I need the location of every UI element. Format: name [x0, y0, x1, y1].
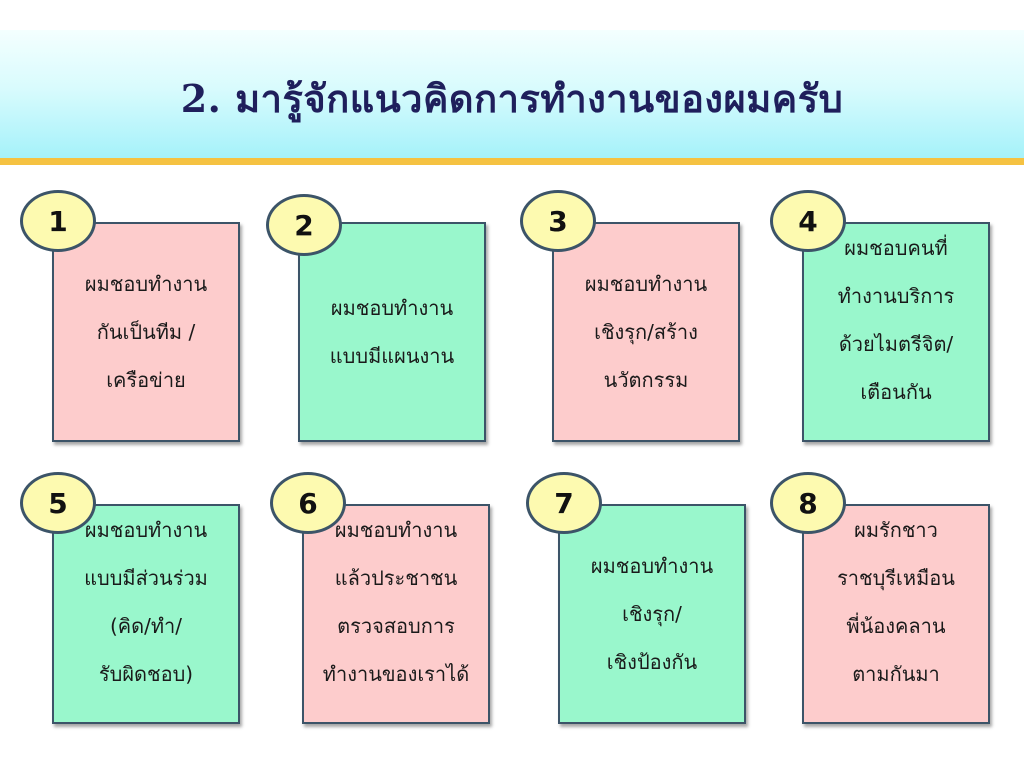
concept-card-2: ผมชอบทำงาน แบบมีแผนงาน [298, 222, 486, 442]
concept-card-3: ผมชอบทำงาน เชิงรุก/สร้าง นวัตกรรม [552, 222, 740, 442]
concept-card-1: ผมชอบทำงาน กันเป็นทีม / เครือข่าย [52, 222, 240, 442]
number-badge-1: 1 [20, 190, 96, 252]
concept-card-6: ผมชอบทำงาน แล้วประชาชน ตรวจสอบการ ทำงานข… [302, 504, 490, 724]
concept-card-text: ผมชอบทำงาน แบบมีแผนงาน [329, 296, 455, 368]
concept-card-text: ผมรักชาว ราชบุรีเหมือน พี่น้องคลาน ตามกั… [837, 518, 955, 686]
concept-card-7: ผมชอบทำงาน เชิงรุก/ เชิงป้องกัน [558, 504, 746, 724]
concept-card-4: ผมชอบคนที่ ทำงานบริการ ด้วยไมตรีจิต/ เตื… [802, 222, 990, 442]
number-badge-4: 4 [770, 190, 846, 252]
number-badge-6: 6 [270, 472, 346, 534]
concept-card-text: ผมชอบทำงาน เชิงรุก/ เชิงป้องกัน [590, 554, 714, 674]
number-badge-7: 7 [526, 472, 602, 534]
concept-card-text: ผมชอบทำงาน แล้วประชาชน ตรวจสอบการ ทำงานข… [322, 518, 470, 686]
concept-card-text: ผมชอบทำงาน กันเป็นทีม / เครือข่าย [84, 272, 208, 392]
concept-card-text: ผมชอบทำงาน เชิงรุก/สร้าง นวัตกรรม [584, 272, 708, 392]
concept-card-5: ผมชอบทำงาน แบบมีส่วนร่วม (คิด/ทำ/ รับผิด… [52, 504, 240, 724]
concept-card-8: ผมรักชาว ราชบุรีเหมือน พี่น้องคลาน ตามกั… [802, 504, 990, 724]
title-banner: 2. มารู้จักแนวคิดการทำงานของผมครับ [0, 30, 1024, 158]
page-title: 2. มารู้จักแนวคิดการทำงานของผมครับ [180, 76, 844, 121]
concept-card-text: ผมชอบทำงาน แบบมีส่วนร่วม (คิด/ทำ/ รับผิด… [84, 518, 208, 686]
number-badge-8: 8 [770, 472, 846, 534]
title-underline [0, 158, 1024, 165]
concept-card-text: ผมชอบคนที่ ทำงานบริการ ด้วยไมตรีจิต/ เตื… [837, 236, 955, 404]
number-badge-5: 5 [20, 472, 96, 534]
number-badge-2: 2 [266, 194, 342, 256]
number-badge-3: 3 [520, 190, 596, 252]
